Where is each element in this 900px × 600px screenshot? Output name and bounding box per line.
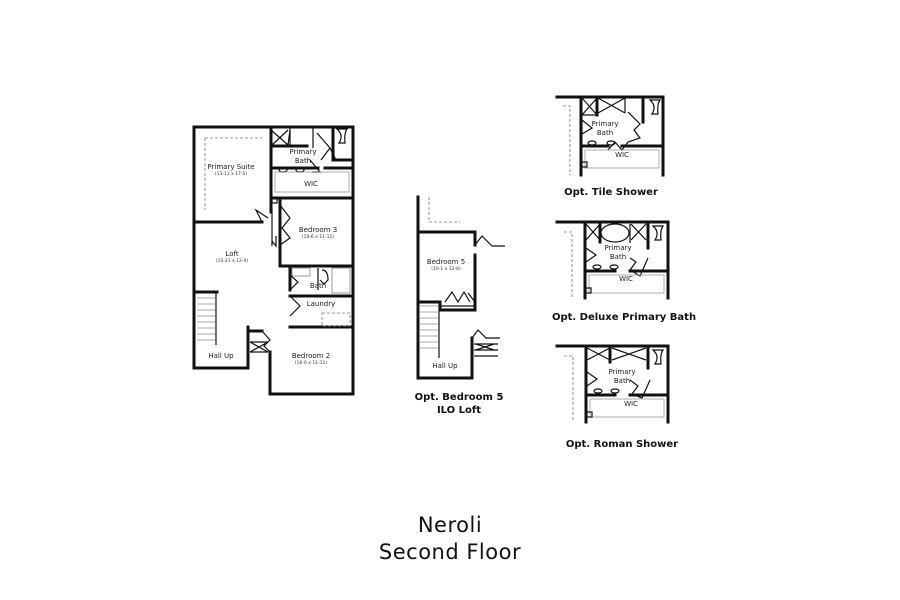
room-name: WIC	[619, 275, 633, 283]
caption-text: Opt. Roman Shower	[565, 439, 679, 450]
option-tile-shower-plan	[555, 95, 665, 177]
room-dimensions: (10-6 x 11-11)	[301, 234, 335, 240]
room-primary-bath-roman: Primary Bath	[605, 368, 639, 386]
floor-name: Second Floor	[378, 540, 522, 565]
room-name: Primary Bath	[591, 120, 619, 137]
page-title: Neroli Second Floor	[379, 512, 521, 567]
room-wic-roman: WIC	[624, 400, 638, 409]
option-bedroom-5-plan	[416, 195, 505, 380]
room-name: Primary Bath	[604, 244, 632, 261]
room-name: WIC	[615, 151, 629, 159]
caption-opt-bedroom-5: Opt. Bedroom 5 ILO Loft	[415, 391, 504, 417]
option-deluxe-primary-bath-plan	[555, 220, 670, 300]
room-name: Primary Bath	[608, 368, 636, 385]
room-name: Hall Up	[432, 362, 458, 370]
room-bath-2: Bath	[310, 282, 326, 291]
room-name: Bedroom 5	[426, 258, 466, 266]
caption-text: Opt. Tile Shower	[564, 187, 658, 198]
option-roman-shower-plan	[555, 344, 670, 424]
room-primary-bath-tile: Primary Bath	[588, 120, 622, 138]
room-laundry: Laundry	[307, 300, 336, 309]
room-wic: WIC	[304, 180, 318, 189]
room-name: Bath	[309, 282, 327, 290]
room-loft: Loft (15-11 x 12-4)	[216, 250, 248, 264]
room-name: Bedroom 2	[291, 352, 331, 360]
room-primary-bath-deluxe: Primary Bath	[601, 244, 635, 262]
room-name: Hall Up	[208, 352, 234, 360]
room-name: Primary Suite	[207, 163, 255, 171]
room-dimensions: (13-11 x 17-5)	[214, 171, 248, 177]
room-primary-suite: Primary Suite (13-11 x 17-5)	[207, 163, 254, 177]
room-wic-deluxe: WIC	[619, 275, 633, 284]
room-hall-up: Hall Up	[208, 352, 233, 361]
room-name: WIC	[624, 400, 638, 408]
caption-line-2: ILO Loft	[436, 405, 482, 416]
caption-opt-deluxe-primary-bath: Opt. Deluxe Primary Bath	[552, 311, 696, 324]
room-dimensions: (10-1 x 12-8)	[431, 266, 461, 272]
room-name: Primary Bath	[289, 148, 317, 165]
main-floor-plan	[192, 125, 355, 396]
room-name: WIC	[304, 180, 318, 188]
room-name: Laundry	[306, 300, 336, 308]
room-hall-up-opt: Hall Up	[432, 362, 457, 371]
room-bedroom-5: Bedroom 5 (10-1 x 12-8)	[427, 258, 465, 272]
caption-line-1: Opt. Bedroom 5	[414, 392, 504, 403]
caption-opt-roman-shower: Opt. Roman Shower	[566, 438, 678, 451]
plan-name: Neroli	[417, 513, 483, 537]
caption-opt-tile-shower: Opt. Tile Shower	[564, 186, 658, 199]
caption-text: Opt. Deluxe Primary Bath	[551, 312, 697, 323]
room-bedroom-3: Bedroom 3 (10-6 x 11-11)	[299, 226, 337, 240]
room-bedroom-2: Bedroom 2 (16-0 x 11-11)	[292, 352, 330, 366]
room-dimensions: (15-11 x 12-4)	[215, 258, 249, 264]
room-name: Loft	[225, 250, 239, 258]
room-name: Bedroom 3	[298, 226, 338, 234]
room-wic-tile: WIC	[615, 151, 629, 160]
room-primary-bath: Primary Bath	[283, 148, 323, 166]
room-dimensions: (16-0 x 11-11)	[294, 360, 328, 366]
